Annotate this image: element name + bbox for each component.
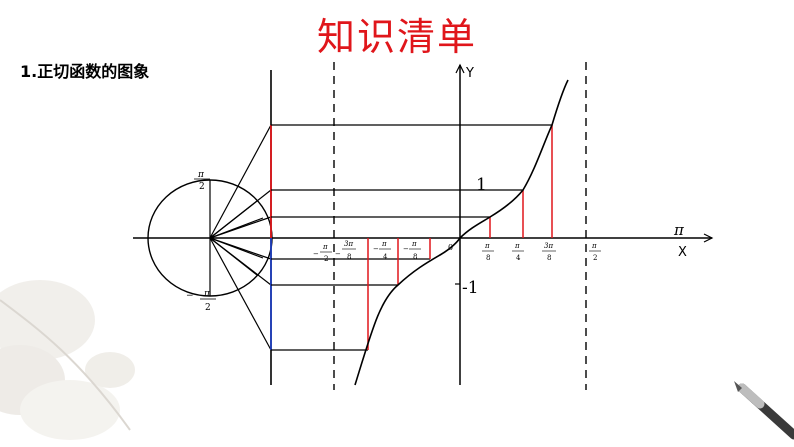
y-axis-label: Y (465, 66, 474, 81)
x-tick-half: π 2 (589, 242, 601, 262)
svg-text:3π: 3π (544, 242, 553, 250)
x-tick-neg-three-eighths: − 3π 8 (335, 240, 356, 261)
svg-text:−: − (373, 245, 379, 253)
tangent-curve (354, 79, 569, 386)
svg-text:4: 4 (516, 254, 521, 262)
svg-text:π: π (591, 242, 597, 250)
brush-icon (734, 381, 794, 440)
svg-text:8: 8 (486, 254, 490, 262)
svg-text:−: − (403, 245, 409, 253)
origin-label: 0 (448, 243, 453, 252)
projection-lines (271, 124, 552, 351)
x-tick-eighth: π 8 (482, 242, 494, 262)
x-tick-neg-eighth: − π 8 (403, 240, 421, 261)
x-axis-arrow (703, 233, 714, 243)
y-tick-one: 1 (476, 175, 487, 195)
svg-text:π: π (322, 243, 328, 251)
svg-text:2: 2 (324, 255, 328, 263)
svg-text:3π: 3π (344, 240, 353, 248)
svg-text:2: 2 (205, 303, 211, 313)
circle-label-bottom: − π 2 (186, 289, 216, 313)
svg-text:π: π (381, 240, 387, 248)
slide-title: 知识清单 (316, 15, 477, 59)
circle-label-top: π 2 (194, 170, 210, 192)
svg-text:π: π (197, 170, 205, 180)
svg-text:π: π (203, 289, 211, 299)
svg-text:−: − (186, 291, 194, 301)
svg-text:π: π (484, 242, 490, 250)
svg-text:2: 2 (199, 182, 205, 192)
svg-text:−: − (313, 250, 319, 258)
svg-text:2: 2 (593, 254, 597, 262)
angle-rays (209, 124, 272, 351)
x-tick-neg-quarter: − π 4 (373, 240, 391, 261)
drop-lines (367, 125, 553, 350)
y-tick-neg-one: -1 (462, 278, 479, 298)
svg-text:8: 8 (547, 254, 551, 262)
x-axis-pi: π (673, 221, 685, 239)
x-tick-neg-half: − π 2 (313, 243, 332, 263)
svg-text:−: − (335, 250, 341, 258)
section-heading: 1.正切函数的图象 (20, 62, 150, 81)
svg-text:8: 8 (347, 253, 351, 261)
x-axis-label: X (678, 245, 687, 260)
svg-text:π: π (514, 242, 520, 250)
decorative-flower-illustration (0, 280, 135, 440)
svg-text:π: π (411, 240, 417, 248)
x-tick-three-eighths: 3π 8 (542, 242, 556, 262)
svg-text:8: 8 (413, 253, 417, 261)
x-tick-quarter: π 4 (512, 242, 524, 262)
y-axis-arrow (455, 63, 465, 74)
svg-text:4: 4 (383, 253, 388, 261)
